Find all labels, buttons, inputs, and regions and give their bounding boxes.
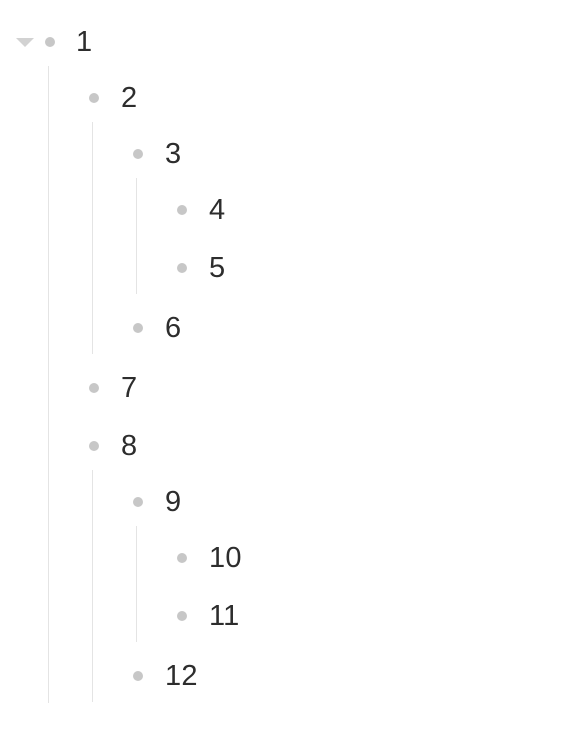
- bullet-icon[interactable]: [89, 93, 99, 103]
- outline-item-5[interactable]: 5: [209, 252, 226, 284]
- bullet-icon[interactable]: [133, 497, 143, 507]
- indent-guide-2: [92, 122, 93, 354]
- outline-item-6[interactable]: 6: [165, 312, 182, 344]
- bullet-icon[interactable]: [177, 611, 187, 621]
- outline-item-11[interactable]: 11: [209, 600, 240, 632]
- bullet-icon[interactable]: [89, 383, 99, 393]
- outline-item-10[interactable]: 10: [209, 542, 242, 574]
- outline-item-9[interactable]: 9: [165, 486, 182, 518]
- indent-guide-3: [136, 178, 137, 294]
- bullet-icon[interactable]: [133, 323, 143, 333]
- outline-item-3[interactable]: 3: [165, 138, 182, 170]
- outline-item-2[interactable]: 2: [121, 82, 138, 114]
- indent-guide-8: [92, 470, 93, 702]
- indent-guide-9: [136, 526, 137, 642]
- bullet-icon[interactable]: [133, 149, 143, 159]
- bullet-icon[interactable]: [45, 37, 55, 47]
- outline-item-12[interactable]: 12: [165, 660, 198, 692]
- bullet-icon[interactable]: [177, 553, 187, 563]
- bullet-icon[interactable]: [133, 671, 143, 681]
- indent-guide-1: [48, 66, 49, 703]
- outline-item-8[interactable]: 8: [121, 430, 138, 462]
- bullet-icon[interactable]: [177, 263, 187, 273]
- outline-item-4[interactable]: 4: [209, 194, 226, 226]
- bullet-icon[interactable]: [89, 441, 99, 451]
- outline-item-1[interactable]: 1: [76, 26, 93, 58]
- bullet-icon[interactable]: [177, 205, 187, 215]
- outline-item-7[interactable]: 7: [121, 372, 138, 404]
- chevron-down-icon[interactable]: [16, 38, 34, 47]
